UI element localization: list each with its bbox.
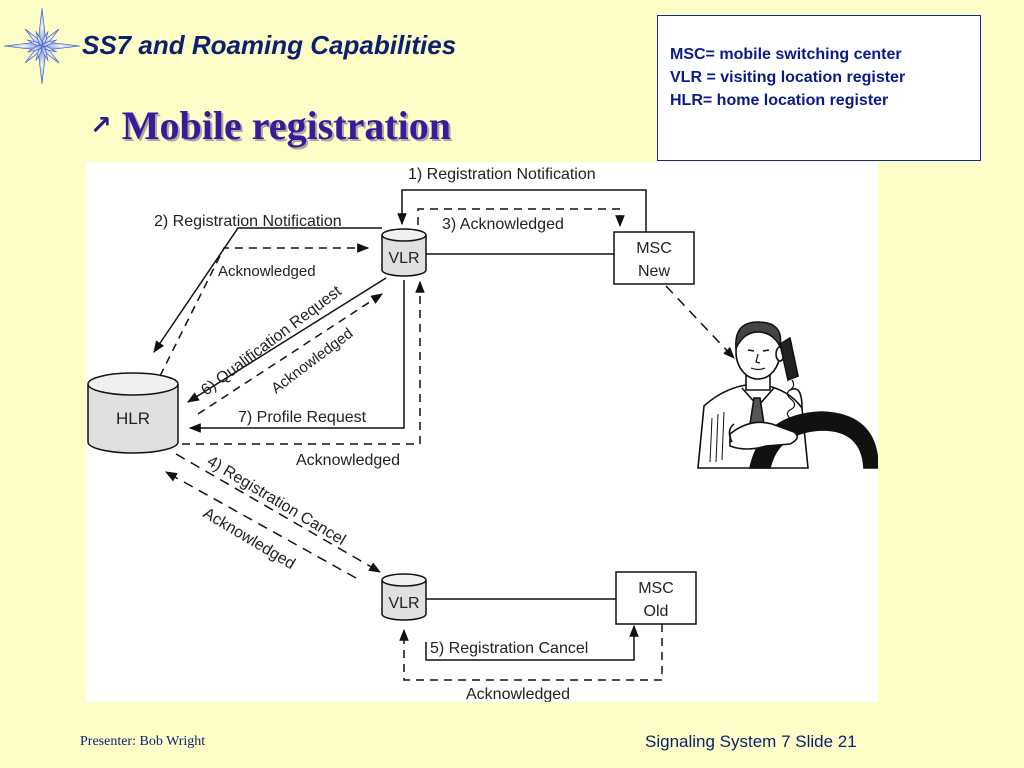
msg3-arrow <box>417 208 625 228</box>
vlr-old-node: VLR <box>381 573 427 621</box>
ack5-label: Acknowledged <box>466 686 570 702</box>
ack5-arrow <box>399 624 663 681</box>
subtitle-row: ↗ Mobile registration <box>90 102 451 149</box>
hlr-label: HLR <box>116 409 150 428</box>
ack2-arrow <box>159 243 370 377</box>
msg2-arrow <box>153 227 382 353</box>
msc-old-label-2: Old <box>644 603 669 620</box>
star-logo-icon <box>3 7 81 85</box>
legend-line-msc: MSC= mobile switching center <box>670 46 902 63</box>
slide-number-label: Signaling System 7 Slide 21 <box>645 732 857 751</box>
msg7-label: 7) Profile Request <box>238 409 367 426</box>
msg4-arrow <box>175 453 382 573</box>
ack4-arrow <box>164 471 357 579</box>
ack7-arrow <box>182 280 425 445</box>
msc-new-node: MSC New <box>613 231 695 285</box>
msc-new-label-2: New <box>638 263 670 280</box>
subtitle-text: Mobile registration <box>121 103 451 148</box>
ack7-label: Acknowledged <box>296 452 400 469</box>
msc-old-node: MSC Old <box>615 571 697 625</box>
person-driving-with-phone-icon <box>697 321 878 469</box>
msg1-label: 1) Registration Notification <box>408 166 596 183</box>
legend-line-hlr: HLR= home location register <box>670 92 889 109</box>
registration-diagram: MSC New MSC Old VLR VLR <box>86 162 878 702</box>
vlr-old-label: VLR <box>388 595 419 612</box>
ack4-label: Acknowledged <box>200 505 298 573</box>
presenter-text: Presenter: Bob Wright <box>80 734 206 749</box>
msg1-arrow <box>397 189 647 232</box>
msg5-arrow <box>425 624 639 661</box>
msc-new-label-1: MSC <box>636 240 672 257</box>
arrow-up-right-icon: ↗ <box>90 110 112 141</box>
vlr-new-label: VLR <box>388 250 419 267</box>
ack2-label: Acknowledged <box>218 263 316 280</box>
msg3-label: 3) Acknowledged <box>442 216 564 233</box>
legend-line-vlr: VLR = visiting location register <box>670 69 906 86</box>
hlr-node: HLR <box>87 372 179 454</box>
legend-box: MSC= mobile switching center VLR = visit… <box>657 15 981 161</box>
msg7-arrow <box>188 280 405 433</box>
msc-new-to-user-arrow <box>665 285 735 359</box>
msc-old-label-1: MSC <box>638 580 674 597</box>
slide-title: SS7 and Roaming Capabilities <box>82 30 457 60</box>
msg6-arrow <box>186 277 387 403</box>
vlr-new-node: VLR <box>381 228 427 277</box>
ack6-arrow <box>197 293 384 415</box>
msg5-label: 5) Registration Cancel <box>430 640 588 657</box>
msg2-label: 2) Registration Notification <box>154 213 342 230</box>
